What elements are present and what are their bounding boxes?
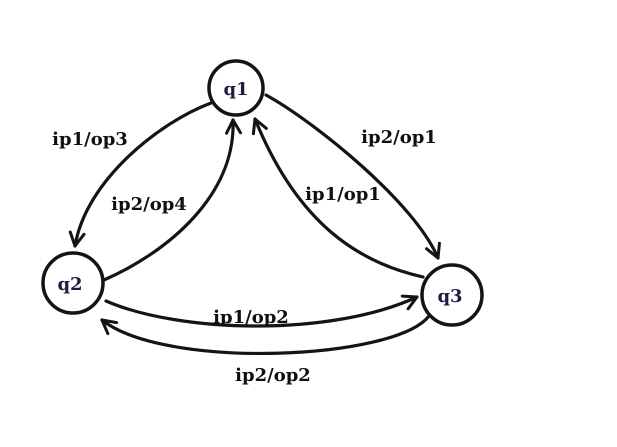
edge-label-q2-q3: ip1/op2: [213, 307, 289, 328]
edge-label-q3-q2: ip2/op2: [235, 365, 311, 386]
state-q3-node: [420, 263, 484, 327]
edge-label-q3-q1: ip1/op1: [305, 184, 381, 205]
edge-label-q1-q3: ip2/op1: [361, 127, 437, 148]
state-q1-node: [207, 59, 265, 117]
state-q2-node: [41, 251, 105, 315]
edge-q2-to-q3: [104, 294, 419, 328]
edge-label-q1-q2: ip1/op3: [52, 129, 128, 150]
state-q3-label: q3: [437, 286, 462, 307]
edge-q3-to-q1: [251, 117, 425, 279]
edge-q2-to-q1: [102, 118, 243, 282]
edge-q1-to-q3: [264, 93, 441, 260]
edge-label-q2-q1: ip2/op4: [111, 194, 187, 215]
edge-q3-to-q2: [100, 314, 431, 356]
edge-q1-to-q2: [68, 101, 213, 248]
state-q2-label: q2: [57, 274, 82, 295]
state-q1-label: q1: [223, 79, 248, 100]
